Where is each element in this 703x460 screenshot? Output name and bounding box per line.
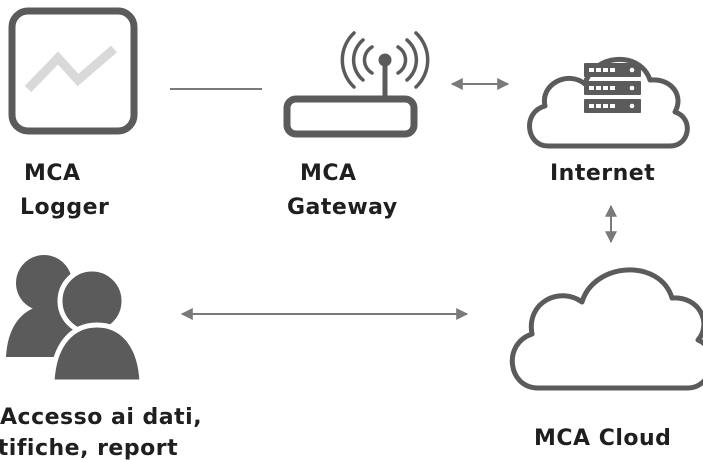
cloud-server-icon (527, 56, 690, 149)
users-label-line2: notifiche, report (0, 436, 178, 460)
server-rack-icon (584, 63, 641, 113)
users-label-line1: Accesso ai dati, (0, 405, 202, 430)
logger-label-line1: MCA (24, 161, 81, 186)
logger-label-line2: Logger (20, 195, 109, 220)
cloud-icon (509, 267, 703, 391)
internet-label: Internet (550, 161, 655, 186)
users-icon (6, 255, 145, 385)
wireless-router-icon (283, 31, 430, 138)
line-chart-icon (8, 7, 138, 135)
cloud-label: MCA Cloud (534, 426, 671, 451)
gateway-label-line2: Gateway (287, 195, 398, 220)
gateway-label-line1: MCA (300, 161, 357, 186)
